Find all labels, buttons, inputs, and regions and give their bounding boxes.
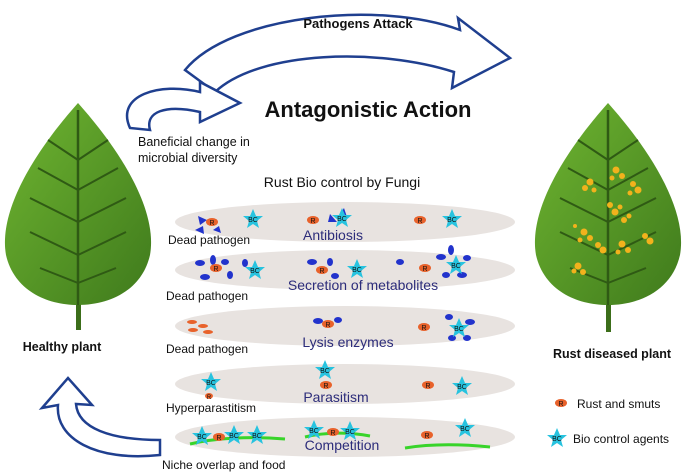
svg-text:R: R <box>325 322 330 329</box>
mechanism-name: Competition <box>305 437 380 453</box>
legend: R Rust and smuts BC Bio control agents <box>547 397 669 447</box>
svg-text:BC: BC <box>309 428 319 435</box>
mechanism-side-label: Dead pathogen <box>166 289 248 303</box>
svg-text:R: R <box>209 220 214 227</box>
diagram-title: Antagonistic Action <box>265 97 472 122</box>
mechanism-name: Antibiosis <box>303 227 363 243</box>
svg-text:BC: BC <box>352 267 362 274</box>
benefit-label-line2: microbial diversity <box>138 151 238 165</box>
svg-text:BC: BC <box>337 216 347 223</box>
healthy-leaf <box>4 103 152 330</box>
diagram-subtitle: Rust Bio control by Fungi <box>264 174 420 190</box>
pathogens-attack-label: Pathogens Attack <box>303 16 413 31</box>
svg-text:R: R <box>216 435 221 442</box>
svg-text:R: R <box>310 218 315 225</box>
svg-text:BC: BC <box>229 433 239 440</box>
svg-text:R: R <box>330 430 335 437</box>
benefit-arrow <box>125 79 243 132</box>
bc-markers: BC BC BC BC BC BC BC BC BC BC BC BC BC B… <box>192 208 475 445</box>
svg-text:BC: BC <box>206 380 216 387</box>
legend-rust-label: Rust and smuts <box>577 397 660 411</box>
svg-text:R: R <box>425 383 430 390</box>
mechanism-side-label: Dead pathogen <box>166 342 248 356</box>
svg-text:BC: BC <box>197 434 207 441</box>
svg-text:BC: BC <box>320 368 330 375</box>
svg-text:R: R <box>422 266 427 273</box>
svg-text:R: R <box>417 218 422 225</box>
svg-text:R: R <box>319 268 324 275</box>
benefit-label-line1: Baneficial change in <box>138 135 250 149</box>
legend-bc-label: Bio control agents <box>573 432 669 446</box>
dead-pathogen-fragments <box>187 320 213 334</box>
svg-text:R: R <box>323 383 328 390</box>
svg-text:BC: BC <box>552 436 562 443</box>
mechanism-name: Secretion of metabolites <box>288 277 438 293</box>
svg-text:R: R <box>421 325 426 332</box>
rust-diseased-leaf <box>534 103 682 332</box>
svg-text:BC: BC <box>447 217 457 224</box>
svg-text:R: R <box>213 266 218 273</box>
legend-bc-marker: BC <box>547 428 567 447</box>
svg-text:R: R <box>424 433 429 440</box>
mechanism-side-label: Hyperparastitism <box>166 401 256 415</box>
svg-text:BC: BC <box>460 426 470 433</box>
svg-text:R: R <box>207 395 212 401</box>
mechanism-name: Lysis enzymes <box>302 334 393 350</box>
svg-text:BC: BC <box>250 268 260 275</box>
rust-diseased-plant-label: Rust diseased plant <box>553 347 672 361</box>
mechanism-side-label: Dead pathogen <box>168 233 250 247</box>
svg-text:BC: BC <box>451 263 461 270</box>
svg-text:R: R <box>558 401 563 408</box>
pathogens-attack-arrow <box>183 13 513 94</box>
return-arrow <box>38 376 162 458</box>
healthy-plant-label: Healthy plant <box>23 340 102 354</box>
mechanism-name: Parasitism <box>303 389 368 405</box>
rust-markers: R R R R R R R R R R R R R R <box>205 216 434 442</box>
svg-text:BC: BC <box>248 217 258 224</box>
svg-text:BC: BC <box>252 433 262 440</box>
legend-rust-marker: R <box>555 399 567 408</box>
svg-text:BC: BC <box>457 384 467 391</box>
metabolite-blobs <box>195 208 475 341</box>
rust-spots <box>571 166 654 275</box>
svg-text:BC: BC <box>454 326 464 333</box>
svg-text:BC: BC <box>345 429 355 436</box>
mechanism-side-label: Niche overlap and food <box>162 458 285 472</box>
